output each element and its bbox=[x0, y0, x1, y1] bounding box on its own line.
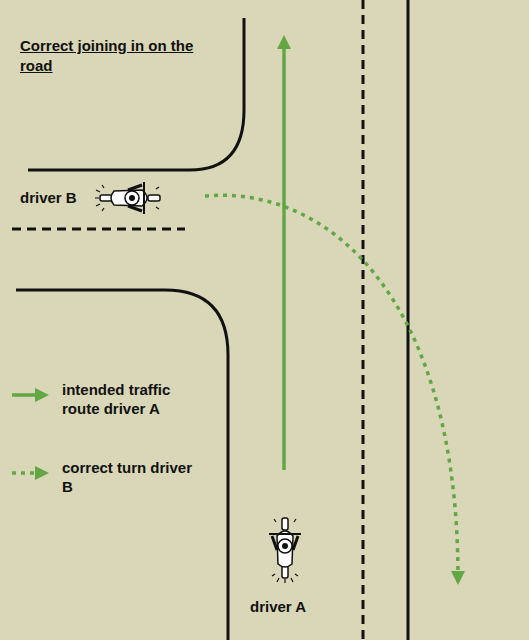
road-edges bbox=[16, 0, 408, 640]
side-road-centre-line bbox=[12, 228, 185, 231]
diagram-title: Correct joining in on the road bbox=[20, 36, 205, 75]
motorcycle-a bbox=[269, 518, 301, 583]
driver-label: driver B bbox=[20, 188, 77, 208]
main-road-centre-line bbox=[362, 0, 365, 640]
legend-sample bbox=[12, 471, 42, 475]
legend-sample bbox=[12, 393, 42, 397]
legend-text: correct turn driver B bbox=[62, 458, 207, 497]
motorcycle-b bbox=[95, 182, 160, 214]
legend-text: intended traffic route driver A bbox=[62, 380, 207, 419]
route-arrow-a bbox=[282, 42, 286, 470]
route-arrow-b bbox=[205, 195, 458, 578]
driver-label: driver A bbox=[250, 597, 306, 617]
